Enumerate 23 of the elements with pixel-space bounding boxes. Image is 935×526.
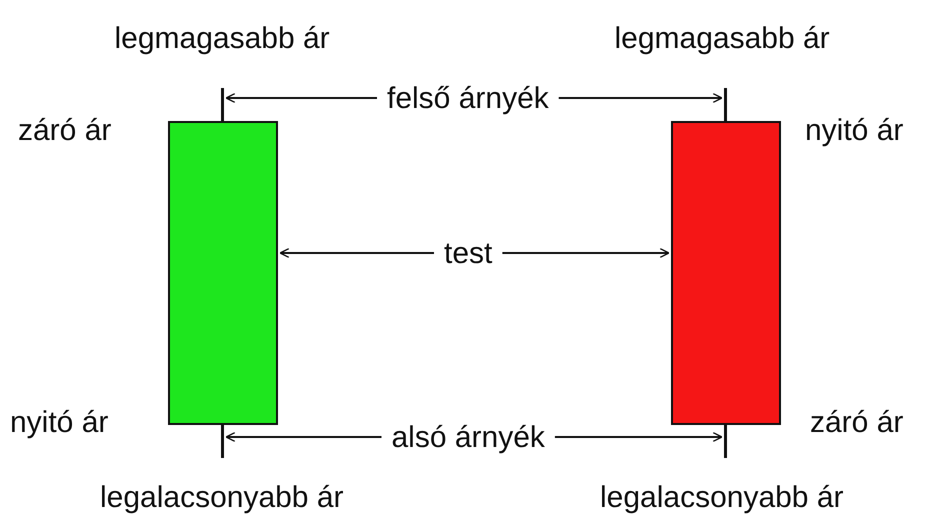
- arrow: [502, 248, 670, 258]
- arrow: [554, 432, 723, 442]
- price-label: nyitó ár: [10, 406, 108, 438]
- wick-line: [724, 88, 727, 121]
- price-label: záró ár: [18, 114, 112, 146]
- arrow: [225, 432, 382, 442]
- price-label: nyitó ár: [805, 114, 904, 146]
- price-label: záró ár: [810, 406, 904, 438]
- callout-text: test: [444, 236, 492, 270]
- wick-line: [724, 424, 727, 458]
- arrow: [279, 248, 434, 258]
- wick-line: [221, 88, 224, 121]
- callout-text: felső árnyék: [387, 82, 549, 114]
- arrow: [558, 92, 723, 104]
- arrow: [225, 92, 377, 104]
- price-label: legmagasabb ár: [114, 22, 330, 54]
- price-label: legmagasabb ár: [614, 22, 830, 54]
- wick-line: [221, 424, 224, 458]
- candle-body: [671, 121, 781, 425]
- callout-text: alsó árnyék: [392, 420, 545, 454]
- price-label: legalacsonyabb ár: [600, 480, 844, 514]
- candle-body: [168, 121, 278, 425]
- price-label: legalacsonyabb ár: [100, 480, 344, 514]
